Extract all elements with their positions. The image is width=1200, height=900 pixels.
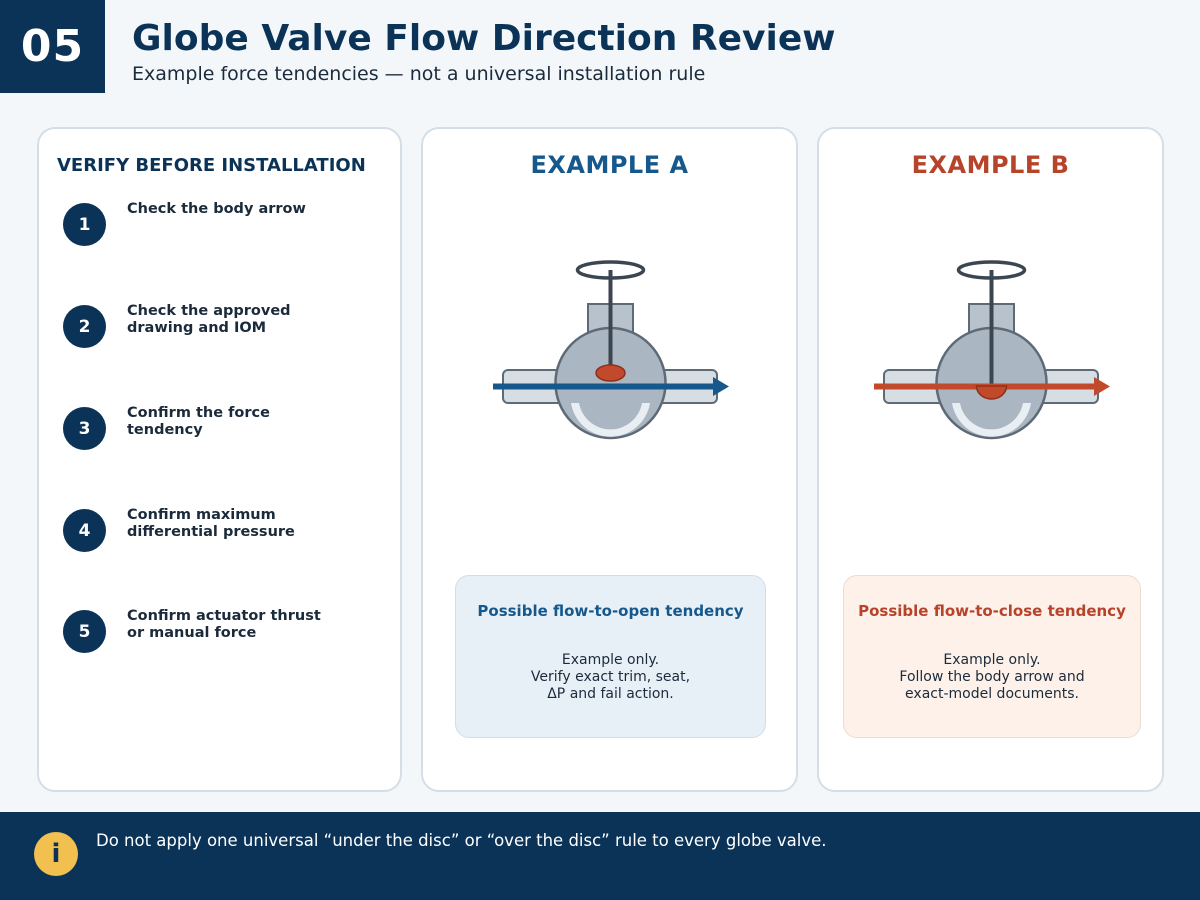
step-number-badge: 1	[63, 203, 106, 246]
checklist-heading: VERIFY BEFORE INSTALLATION	[57, 155, 366, 176]
step-label: Confirm maximum differential pressure	[127, 507, 377, 541]
step-number-badge: 2	[63, 305, 106, 348]
example-a-note-body: Example only. Verify exact trim, seat, Δ…	[456, 652, 765, 703]
step-label-line: Confirm actuator thrust	[127, 608, 321, 624]
flow-arrow-head	[713, 377, 729, 396]
step-number-badge: 5	[63, 610, 106, 653]
page-subtitle: Example force tendencies — not a univers…	[132, 63, 706, 85]
section-number: 05	[20, 21, 85, 72]
example-b-title: EXAMPLE B	[911, 151, 1070, 179]
step-label-line: Confirm maximum	[127, 507, 276, 523]
step-label-line: or manual force	[127, 625, 257, 641]
page-title: Globe Valve Flow Direction Review	[132, 18, 836, 59]
checklist-panel: VERIFY BEFORE INSTALLATION 1 Check the b…	[37, 127, 402, 792]
note-line: ΔP and fail action.	[547, 686, 674, 702]
example-a-title: EXAMPLE A	[530, 151, 689, 179]
footer-warning-bar: i Do not apply one universal “under the …	[0, 812, 1200, 900]
example-b-note: Possible flow-to-close tendency Example …	[843, 575, 1141, 738]
step-label: Confirm the force tendency	[127, 405, 377, 439]
step-number-badge: 4	[63, 509, 106, 552]
example-b-note-body: Example only. Follow the body arrow and …	[844, 652, 1140, 703]
note-line: Example only.	[943, 652, 1041, 668]
valve-flow-to-open-diagram	[493, 260, 729, 440]
example-a-panel: EXAMPLE A Possible flow-to-open tendency…	[421, 127, 798, 792]
example-b-panel: EXAMPLE B Possible flow-to-close tendenc…	[817, 127, 1164, 792]
step-label-line: Check the approved	[127, 303, 291, 319]
footer-warning-text: Do not apply one universal “under the di…	[96, 831, 827, 850]
valve-disc	[595, 364, 626, 382]
note-line: Example only.	[561, 652, 660, 668]
step-label: Confirm actuator thrust or manual force	[127, 608, 377, 642]
step-label-line: drawing and IOM	[127, 320, 267, 336]
step-number-badge: 3	[63, 407, 106, 450]
valve-disc	[975, 385, 1008, 400]
flow-arrow-head	[1094, 377, 1110, 396]
step-label-line: Check the body arrow	[127, 201, 306, 217]
step-label: Check the body arrow	[127, 201, 377, 218]
note-line: exact-model documents.	[905, 686, 1079, 702]
step-label-line: Confirm the force	[127, 405, 270, 421]
note-line: Verify exact trim, seat,	[530, 669, 691, 685]
valve-flow-to-close-diagram	[874, 260, 1110, 440]
example-a-note: Possible flow-to-open tendency Example o…	[455, 575, 766, 738]
note-line: Follow the body arrow and	[899, 669, 1085, 685]
section-number-badge: 05	[0, 0, 105, 93]
valve-seat-ring	[571, 403, 650, 437]
step-label: Check the approved drawing and IOM	[127, 303, 377, 337]
valve-seat-ring	[952, 403, 1031, 437]
info-icon: i	[34, 832, 78, 876]
step-label-line: differential pressure	[127, 524, 295, 540]
step-label-line: tendency	[127, 422, 203, 438]
example-a-note-title: Possible flow-to-open tendency	[477, 602, 744, 620]
example-b-note-title: Possible flow-to-close tendency	[858, 602, 1126, 620]
